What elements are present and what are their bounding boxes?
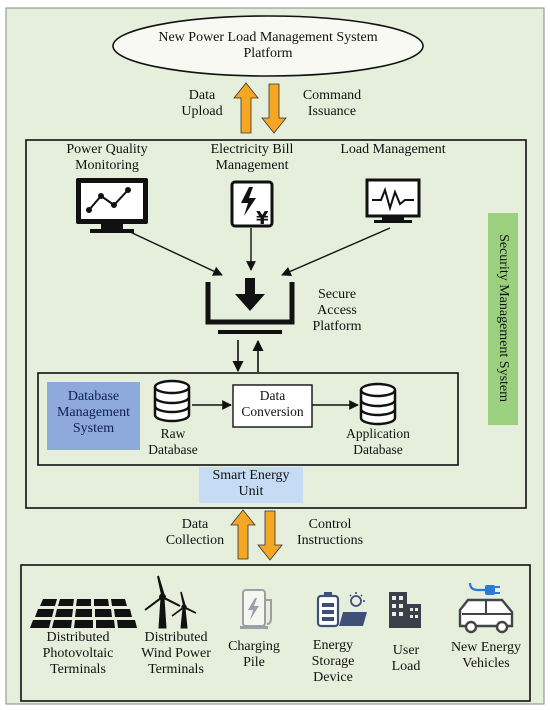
module-label-power-quality: Power Quality Monitoring bbox=[66, 142, 148, 174]
main-system-box bbox=[25, 139, 527, 509]
module-label-load-management: Load Management bbox=[340, 142, 446, 157]
upload-arrow bbox=[233, 82, 259, 134]
security-system-bar bbox=[488, 213, 518, 425]
data-collection-label: Data Collection bbox=[165, 517, 225, 549]
terminal-label-photovoltaic: Distributed Photovoltaic Terminals bbox=[42, 630, 114, 678]
application-database-label: Application Database bbox=[346, 426, 410, 457]
smart-energy-unit-label: Smart Energy Unit bbox=[212, 468, 290, 500]
monitor-chart-icon bbox=[76, 178, 148, 233]
dbms-label: Database Management System bbox=[56, 389, 131, 437]
terminal-label-storage: Energy Storage Device bbox=[311, 638, 355, 686]
arrow-load-to-access bbox=[281, 227, 391, 276]
command-issuance-label: Command Issuance bbox=[302, 88, 362, 120]
terminal-label-vehicles: New Energy Vehicles bbox=[450, 640, 522, 672]
electric-car-icon bbox=[458, 582, 514, 634]
data-conversion-box bbox=[232, 384, 313, 428]
raw-database-icon bbox=[153, 379, 191, 423]
data-upload-label: Data Upload bbox=[181, 88, 223, 120]
terminals-box bbox=[20, 564, 531, 702]
dbms-box bbox=[47, 382, 140, 450]
solar-panel-icon bbox=[30, 599, 137, 628]
database-section-box bbox=[37, 372, 459, 466]
monitor-waveform-icon bbox=[365, 178, 421, 223]
platform-title: New Power Load Management System Platfor… bbox=[158, 30, 378, 62]
control-instructions-label: Control Instructions bbox=[296, 517, 364, 549]
module-label-electricity-bill: Electricity Bill Management bbox=[210, 142, 294, 174]
wind-turbine-icon bbox=[144, 575, 197, 629]
secure-access-icon bbox=[205, 278, 295, 334]
terminal-label-wind: Distributed Wind Power Terminals bbox=[141, 630, 211, 678]
application-database-icon bbox=[359, 382, 397, 426]
command-arrow bbox=[261, 83, 287, 134]
terminal-label-charging: Charging Pile bbox=[228, 639, 280, 671]
secure-access-label: Secure Access Platform bbox=[312, 287, 362, 335]
control-arrow bbox=[257, 510, 283, 561]
arrow-quality-to-access bbox=[127, 230, 223, 276]
terminal-label-user-load: User Load bbox=[391, 643, 421, 675]
charging-pile-icon bbox=[240, 589, 272, 629]
bill-yen-icon: ¥ bbox=[230, 180, 274, 229]
collection-arrow bbox=[230, 509, 256, 560]
svg-text:¥: ¥ bbox=[256, 208, 269, 229]
platform-ellipse bbox=[112, 15, 424, 77]
security-system-label: Security Management System bbox=[496, 234, 512, 403]
smart-energy-unit-box bbox=[199, 467, 303, 503]
energy-storage-icon bbox=[316, 592, 367, 628]
building-icon bbox=[389, 592, 421, 628]
raw-database-label: Raw Database bbox=[148, 426, 198, 457]
data-conversion-label: Data Conversion bbox=[241, 388, 304, 419]
